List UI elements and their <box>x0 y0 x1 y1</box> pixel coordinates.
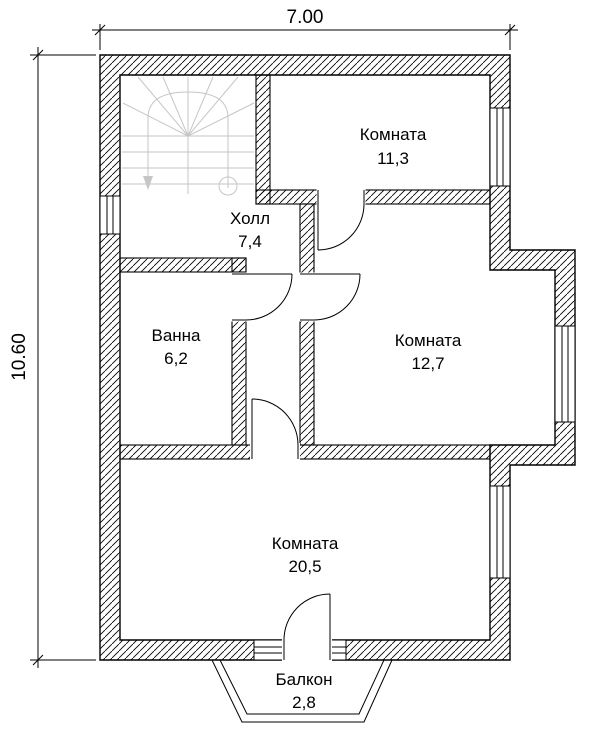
door-swing-arc <box>245 273 293 321</box>
balcony-inner-rail <box>219 659 385 715</box>
room2-area: 12,7 <box>411 354 444 373</box>
doors <box>230 188 366 662</box>
interior-walls <box>119 74 491 460</box>
room3-name: Комната <box>272 534 339 553</box>
room1-area: 11,3 <box>377 149 409 168</box>
room2-name: Комната <box>395 331 462 350</box>
stair-winder <box>122 102 189 137</box>
window-bay-right <box>554 325 576 423</box>
stair-winder <box>187 76 214 137</box>
door-opening <box>316 188 366 206</box>
height-dimension-label: 10.60 <box>9 333 30 381</box>
door-bathroom <box>230 272 293 322</box>
stair-winder <box>162 76 189 137</box>
balcony-name: Балкон <box>275 670 332 689</box>
staircase-icon <box>122 76 255 196</box>
stair-walkline-start <box>218 176 238 196</box>
wall-hall-room2-lower <box>299 319 315 446</box>
room1-name: Комната <box>360 125 427 144</box>
door-room-12-7 <box>298 272 361 322</box>
wall-below-room1-left <box>255 189 319 205</box>
dimension-tick <box>504 24 516 36</box>
window-frame <box>554 325 576 423</box>
window-frame <box>99 195 121 235</box>
window-frame <box>489 107 511 187</box>
wall-above-room3-right <box>297 444 491 460</box>
window-right-bottom <box>489 485 511 579</box>
door-opening <box>298 272 316 322</box>
wall-hall-room2-upper <box>299 203 315 275</box>
dimension-top: 7.00 <box>92 7 518 50</box>
wall-bath-top <box>119 257 247 273</box>
door-opening <box>282 638 332 662</box>
hall-area: 7,4 <box>238 232 262 251</box>
stair-walk-line <box>147 91 229 188</box>
window-left <box>99 195 121 235</box>
door-opening <box>250 443 300 461</box>
balcony-outer-rail <box>211 659 393 723</box>
door-room-11-3 <box>316 188 366 251</box>
door-balcony <box>282 593 332 662</box>
width-dimension-label: 7.00 <box>287 7 324 28</box>
door-swing-arc <box>283 593 331 641</box>
wall-above-room3-left <box>119 444 253 460</box>
stair-winder <box>137 76 189 137</box>
wall-bath-right-lower <box>231 319 247 446</box>
dimension-tick <box>32 654 44 666</box>
bath-area: 6,2 <box>164 349 188 368</box>
dimension-tick <box>94 24 106 36</box>
window-right-top <box>489 107 511 187</box>
stair-winder <box>187 102 255 137</box>
door-room-20-5 <box>250 398 300 461</box>
door-swing-arc <box>313 273 361 321</box>
hall-name: Холл <box>230 209 270 228</box>
door-swing-arc <box>317 203 365 251</box>
wall-below-room1-right <box>363 189 491 205</box>
dimension-left: 10.60 <box>9 47 96 668</box>
door-opening <box>230 272 248 322</box>
room3-area: 20,5 <box>288 557 321 576</box>
bath-name: Ванна <box>151 326 201 345</box>
dimension-tick <box>32 49 44 61</box>
room-labels: Комната 11,3 Холл 7,4 Ванна 6,2 Комната … <box>151 125 461 712</box>
window-frame <box>489 485 511 579</box>
balcony-railing <box>211 659 393 723</box>
balcony-area: 2,8 <box>292 693 316 712</box>
wall-stairs-room1 <box>255 74 271 205</box>
stair-down-arrow-icon <box>143 176 153 190</box>
stair-winder <box>187 76 239 137</box>
door-swing-arc <box>251 398 299 446</box>
